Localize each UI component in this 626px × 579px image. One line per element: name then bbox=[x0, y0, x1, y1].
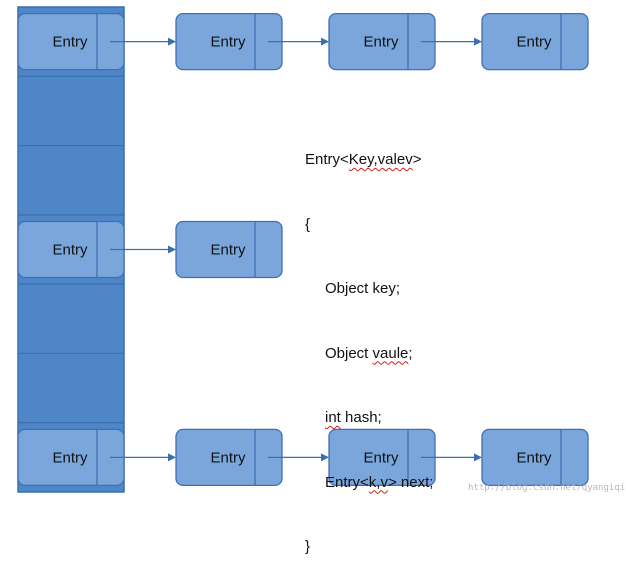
entry-label: Entry bbox=[516, 449, 552, 466]
entry-node: Entry bbox=[328, 428, 436, 487]
code-line-field-hash: int hash; bbox=[325, 409, 382, 426]
entry-label: Entry bbox=[516, 34, 552, 51]
entry-label: Entry bbox=[210, 34, 246, 51]
entry-label: Entry bbox=[210, 242, 246, 259]
entry-node: Entry bbox=[175, 220, 283, 279]
entry-node: Entry bbox=[17, 428, 125, 487]
code-line-field-next: Entry<k,v> next; bbox=[325, 473, 434, 491]
code-line-close-brace: } bbox=[305, 538, 311, 555]
entry-node: Entry bbox=[17, 12, 125, 71]
entry-label: Entry bbox=[52, 242, 88, 259]
watermark: http://blog.csdn.net/qyangiqing bbox=[468, 483, 626, 493]
code-line-class-header: Entry<Key,valev> bbox=[305, 151, 422, 168]
entry-node: Entry bbox=[328, 12, 436, 71]
entry-class-code: Entry<Key,valev> { Object key; Object va… bbox=[305, 106, 433, 579]
code-line-field-value: Object vaule; bbox=[325, 344, 413, 362]
entry-label: Entry bbox=[52, 34, 88, 51]
entry-node: Entry bbox=[175, 428, 283, 487]
entry-label: Entry bbox=[363, 34, 399, 51]
entry-node: Entry bbox=[175, 12, 283, 71]
entry-label: Entry bbox=[52, 449, 88, 466]
entry-node: Entry bbox=[481, 428, 589, 487]
entry-node: Entry bbox=[17, 220, 125, 279]
entry-label: Entry bbox=[210, 449, 246, 466]
entry-node: Entry bbox=[481, 12, 589, 71]
entry-label: Entry bbox=[363, 449, 399, 466]
code-line-field-key: Object key; bbox=[325, 280, 401, 297]
code-line-open-brace: { bbox=[305, 215, 311, 233]
